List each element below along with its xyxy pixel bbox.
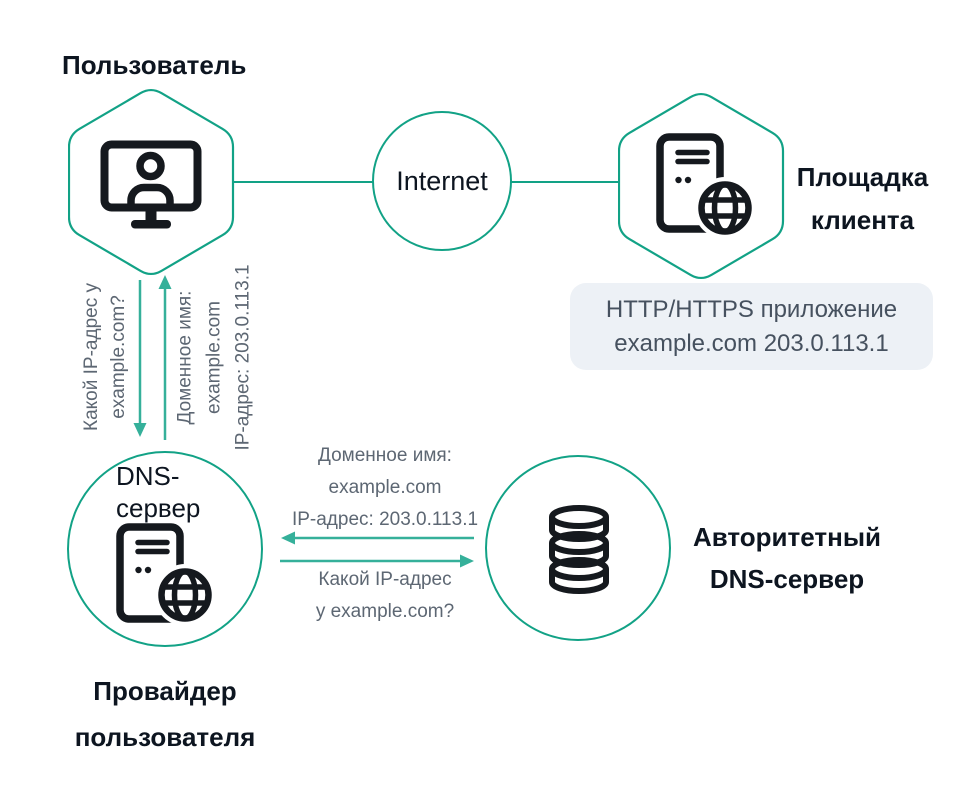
dns-query-label: Какой IP-адрес у example.com? bbox=[280, 564, 490, 628]
http-application-line1: HTTP/HTTPS приложение bbox=[605, 295, 898, 323]
user-node-label: Пользователь bbox=[62, 50, 247, 80]
provider-dns-inner-line2: сервер bbox=[116, 493, 201, 523]
dns-response-line3: IP-адрес: 203.0.113.1 bbox=[232, 264, 254, 451]
http-application-box: HTTP/HTTPS приложение example.com 203.0.… bbox=[570, 283, 933, 370]
authoritative-dns-node bbox=[485, 455, 671, 641]
client-site-label-line2: клиента bbox=[810, 205, 915, 235]
provider-caption-line2: пользователя bbox=[74, 722, 256, 752]
user-query-label: Какой IP-адрес у example.com? bbox=[78, 267, 132, 447]
provider-dns-inner-label: DNS- сервер bbox=[116, 460, 200, 524]
user-dns-arrows bbox=[133, 275, 172, 440]
server-globe-icon bbox=[656, 133, 754, 236]
dns-query-line1: Какой IP-адрес bbox=[318, 569, 452, 590]
authoritative-dns-label: Авторитетный DNS-сервер bbox=[672, 516, 902, 600]
authoritative-dns-label-line2: DNS-сервер bbox=[709, 564, 865, 594]
monitor-user-icon bbox=[100, 140, 202, 229]
dns-auth-arrows bbox=[280, 531, 474, 568]
internet-label: Internet bbox=[396, 165, 488, 196]
dns-response-label: Доменное имя: example.com IP-адрес: 203.… bbox=[171, 263, 258, 453]
internet-node: Internet bbox=[372, 111, 512, 251]
dns-response-line1: Доменное имя: bbox=[174, 290, 196, 425]
auth-response-line2: example.com bbox=[328, 477, 442, 498]
provider-caption: Провайдер пользователя bbox=[30, 668, 300, 760]
auth-response-line3: IP-адрес: 203.0.113.1 bbox=[291, 509, 479, 530]
auth-response-label: Доменное имя: example.com IP-адрес: 203.… bbox=[280, 440, 490, 536]
database-icon bbox=[549, 505, 610, 594]
provider-dns-inner-line1: DNS- bbox=[116, 461, 180, 491]
connector-user-internet bbox=[232, 181, 373, 184]
client-site-label-line1: Площадка bbox=[796, 162, 929, 192]
user-query-line1: Какой IP-адрес у bbox=[81, 283, 102, 431]
http-application-line2: example.com 203.0.113.1 bbox=[614, 329, 889, 357]
dns-query-line2: у example.com? bbox=[315, 601, 455, 622]
auth-response-line1: Доменное имя: bbox=[318, 445, 452, 466]
server-globe-icon bbox=[116, 523, 214, 626]
authoritative-dns-label-line1: Авторитетный bbox=[692, 522, 882, 552]
user-query-line2: example.com? bbox=[108, 295, 129, 419]
dns-response-line2: example.com bbox=[203, 301, 225, 414]
provider-caption-line1: Провайдер bbox=[93, 676, 237, 706]
user-hexagon bbox=[68, 88, 235, 276]
connector-internet-clientsite bbox=[511, 181, 620, 184]
client-site-label: Площадка клиента bbox=[775, 156, 950, 242]
